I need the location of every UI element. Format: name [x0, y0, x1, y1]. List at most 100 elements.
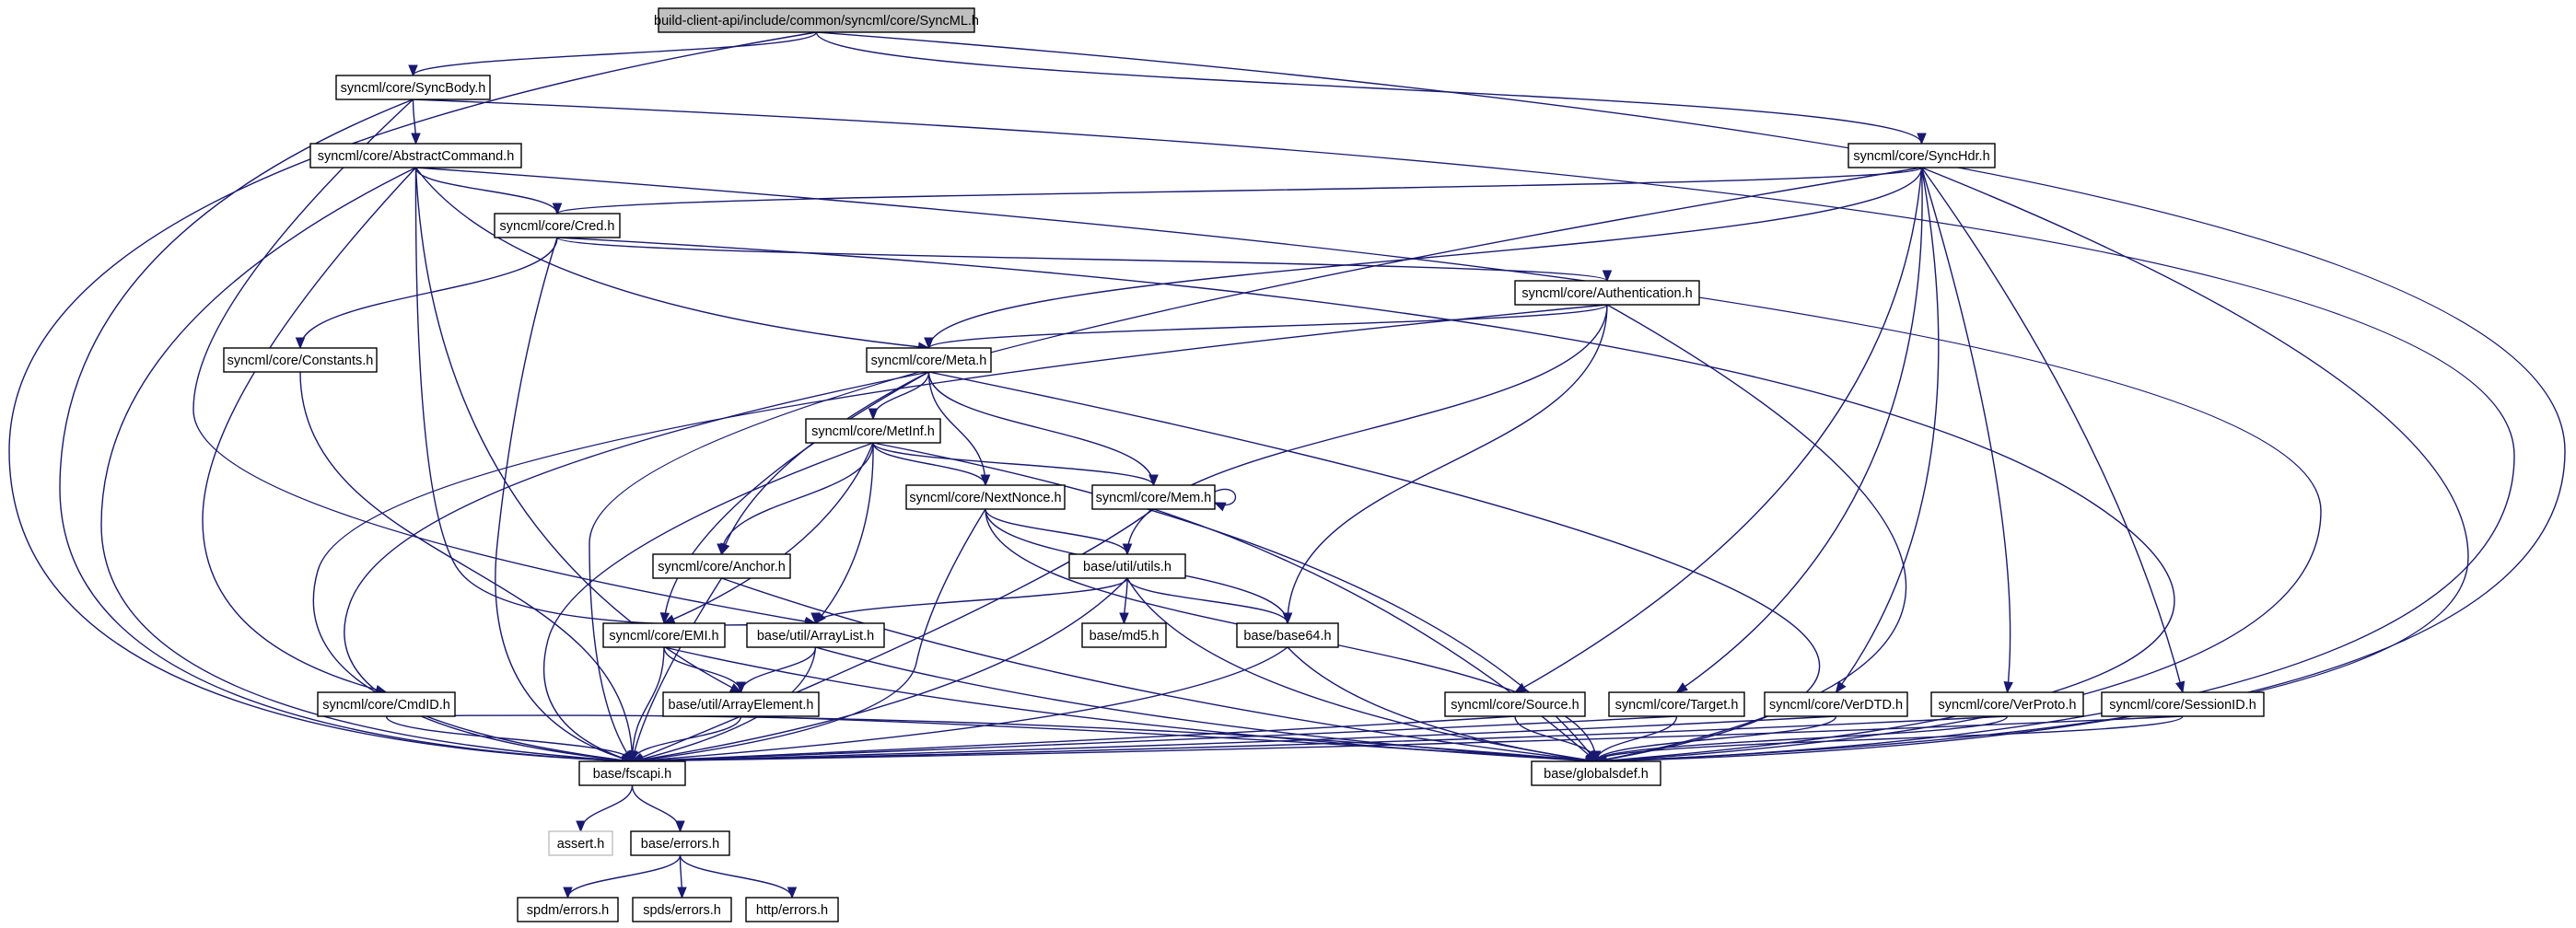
edge-line	[740, 715, 1597, 762]
node-fscapi[interactable]: base/fscapi.h	[578, 760, 686, 786]
node-label: syncml/core/NextNonce.h	[909, 491, 1061, 505]
edge-errors-to-spdm_errors	[563, 854, 682, 899]
edge-line	[872, 442, 1155, 486]
node-target[interactable]: syncml/core/Target.h	[1608, 691, 1745, 717]
node-box[interactable]	[745, 897, 839, 922]
edge-metinf-to-emi	[662, 442, 874, 624]
edge-nextnonce-to-utils	[985, 508, 1133, 556]
node-box[interactable]	[1514, 280, 1700, 306]
node-box[interactable]	[905, 484, 1066, 510]
edge-synchdr-to-globalsdef	[1594, 167, 2469, 766]
node-box[interactable]	[632, 897, 732, 922]
node-box[interactable]	[1764, 691, 1908, 717]
edge-authentication-to-fscapi	[312, 304, 1608, 765]
node-box[interactable]	[662, 691, 820, 717]
node-base64[interactable]: base/base64.h	[1236, 622, 1339, 648]
node-box[interactable]	[652, 553, 791, 579]
edge-line	[928, 371, 1821, 762]
node-md5[interactable]: base/md5.h	[1081, 622, 1167, 648]
node-verproto[interactable]: syncml/core/VerProto.h	[1930, 691, 2084, 717]
edge-syncml-to-fscapi	[8, 31, 817, 766]
node-http-errors[interactable]: http/errors.h	[745, 897, 839, 922]
edge-line	[720, 442, 874, 555]
edge-cred-to-authentication	[556, 237, 1613, 283]
node-box[interactable]	[746, 622, 885, 648]
node-label: syncml/core/Cred.h	[500, 219, 615, 234]
node-box[interactable]	[866, 347, 992, 373]
node-box[interactable]	[223, 347, 378, 373]
node-box[interactable]	[317, 691, 456, 717]
node-cred[interactable]: syncml/core/Cred.h	[494, 213, 621, 238]
node-box[interactable]	[1081, 622, 1167, 648]
node-cmdid[interactable]: syncml/core/CmdID.h	[317, 691, 456, 717]
node-box[interactable]	[2101, 691, 2265, 717]
edge-line	[414, 167, 816, 626]
node-assert[interactable]: assert.h	[548, 830, 613, 856]
edge-line	[1595, 715, 1837, 762]
node-anchor[interactable]: syncml/core/Anchor.h	[652, 553, 791, 579]
node-globalsdef[interactable]: base/globalsdef.h	[1531, 760, 1661, 786]
node-source[interactable]: syncml/core/Source.h	[1444, 691, 1586, 717]
node-box[interactable]	[1531, 760, 1661, 786]
node-emi[interactable]: syncml/core/EMI.h	[602, 622, 726, 648]
node-box[interactable]	[578, 760, 686, 786]
node-synchdr[interactable]: syncml/core/SyncHdr.h	[1847, 143, 1996, 168]
node-label: syncml/core/Anchor.h	[658, 560, 786, 574]
node-box[interactable]	[517, 897, 619, 922]
edge-arraylist-to-arrayelement	[736, 646, 817, 694]
edge-abstractcommand-to-meta	[414, 167, 930, 352]
node-mem[interactable]: syncml/core/Mem.h	[1091, 484, 1216, 510]
node-meta[interactable]: syncml/core/Meta.h	[866, 347, 992, 373]
node-label: syncml/core/VerProto.h	[1939, 698, 2077, 713]
node-box[interactable]	[1847, 143, 1996, 168]
node-box[interactable]	[602, 622, 726, 648]
node-box[interactable]	[335, 75, 491, 100]
node-errors[interactable]: base/errors.h	[630, 830, 730, 856]
node-syncml[interactable]: build-client-api/include/common/syncml/c…	[654, 7, 979, 33]
node-label: base/fscapi.h	[593, 767, 671, 782]
edge-arrowhead	[736, 681, 746, 694]
edge-meta-to-anchor	[720, 371, 929, 556]
node-box[interactable]	[630, 830, 730, 856]
node-box[interactable]	[548, 830, 613, 856]
node-abstractcommand[interactable]: syncml/core/AbstractCommand.h	[309, 143, 522, 168]
edge-arrowhead	[576, 820, 586, 833]
node-metinf[interactable]: syncml/core/MetInf.h	[805, 418, 941, 444]
edge-synchdr-to-source	[1513, 167, 1923, 693]
edge-line	[814, 442, 874, 624]
node-constants[interactable]: syncml/core/Constants.h	[223, 347, 378, 373]
edge-abstractcommand-to-cmdid	[202, 167, 417, 695]
node-box[interactable]	[1608, 691, 1745, 717]
node-box[interactable]	[1444, 691, 1586, 717]
node-box[interactable]	[309, 143, 522, 168]
node-box[interactable]	[494, 213, 621, 238]
edge-arrowhead	[1119, 612, 1129, 625]
node-label: syncml/core/SessionID.h	[2109, 698, 2256, 713]
node-arraylist[interactable]: base/util/ArrayList.h	[746, 622, 885, 648]
edge-line	[556, 237, 1608, 282]
edge-arrowhead	[627, 750, 637, 763]
node-box[interactable]	[658, 7, 975, 33]
edge-line	[816, 31, 2566, 762]
edge-cred-to-globalsdef	[556, 237, 2175, 766]
edge-line	[985, 508, 1128, 555]
node-sessionid[interactable]: syncml/core/SessionID.h	[2101, 691, 2265, 717]
node-nextnonce[interactable]: syncml/core/NextNonce.h	[905, 484, 1066, 510]
node-box[interactable]	[1091, 484, 1216, 510]
node-box[interactable]	[1236, 622, 1339, 648]
node-arrayelement[interactable]: base/util/ArrayElement.h	[662, 691, 820, 717]
node-box[interactable]	[1068, 553, 1186, 579]
node-box[interactable]	[1930, 691, 2084, 717]
node-utils[interactable]: base/util/utils.h	[1068, 553, 1186, 579]
edge-line	[344, 371, 929, 762]
node-syncbody[interactable]: syncml/core/SyncBody.h	[335, 75, 491, 100]
node-spds-errors[interactable]: spds/errors.h	[632, 897, 732, 922]
node-label: syncml/core/AbstractCommand.h	[318, 149, 515, 164]
edge-line	[1920, 167, 2011, 693]
node-authentication[interactable]: syncml/core/Authentication.h	[1514, 280, 1700, 306]
edge-line	[412, 31, 818, 76]
node-box[interactable]	[805, 418, 941, 444]
node-verdtd[interactable]: syncml/core/VerDTD.h	[1764, 691, 1908, 717]
node-spdm-errors[interactable]: spdm/errors.h	[517, 897, 619, 922]
edge-synchdr-to-target	[1675, 167, 1923, 693]
